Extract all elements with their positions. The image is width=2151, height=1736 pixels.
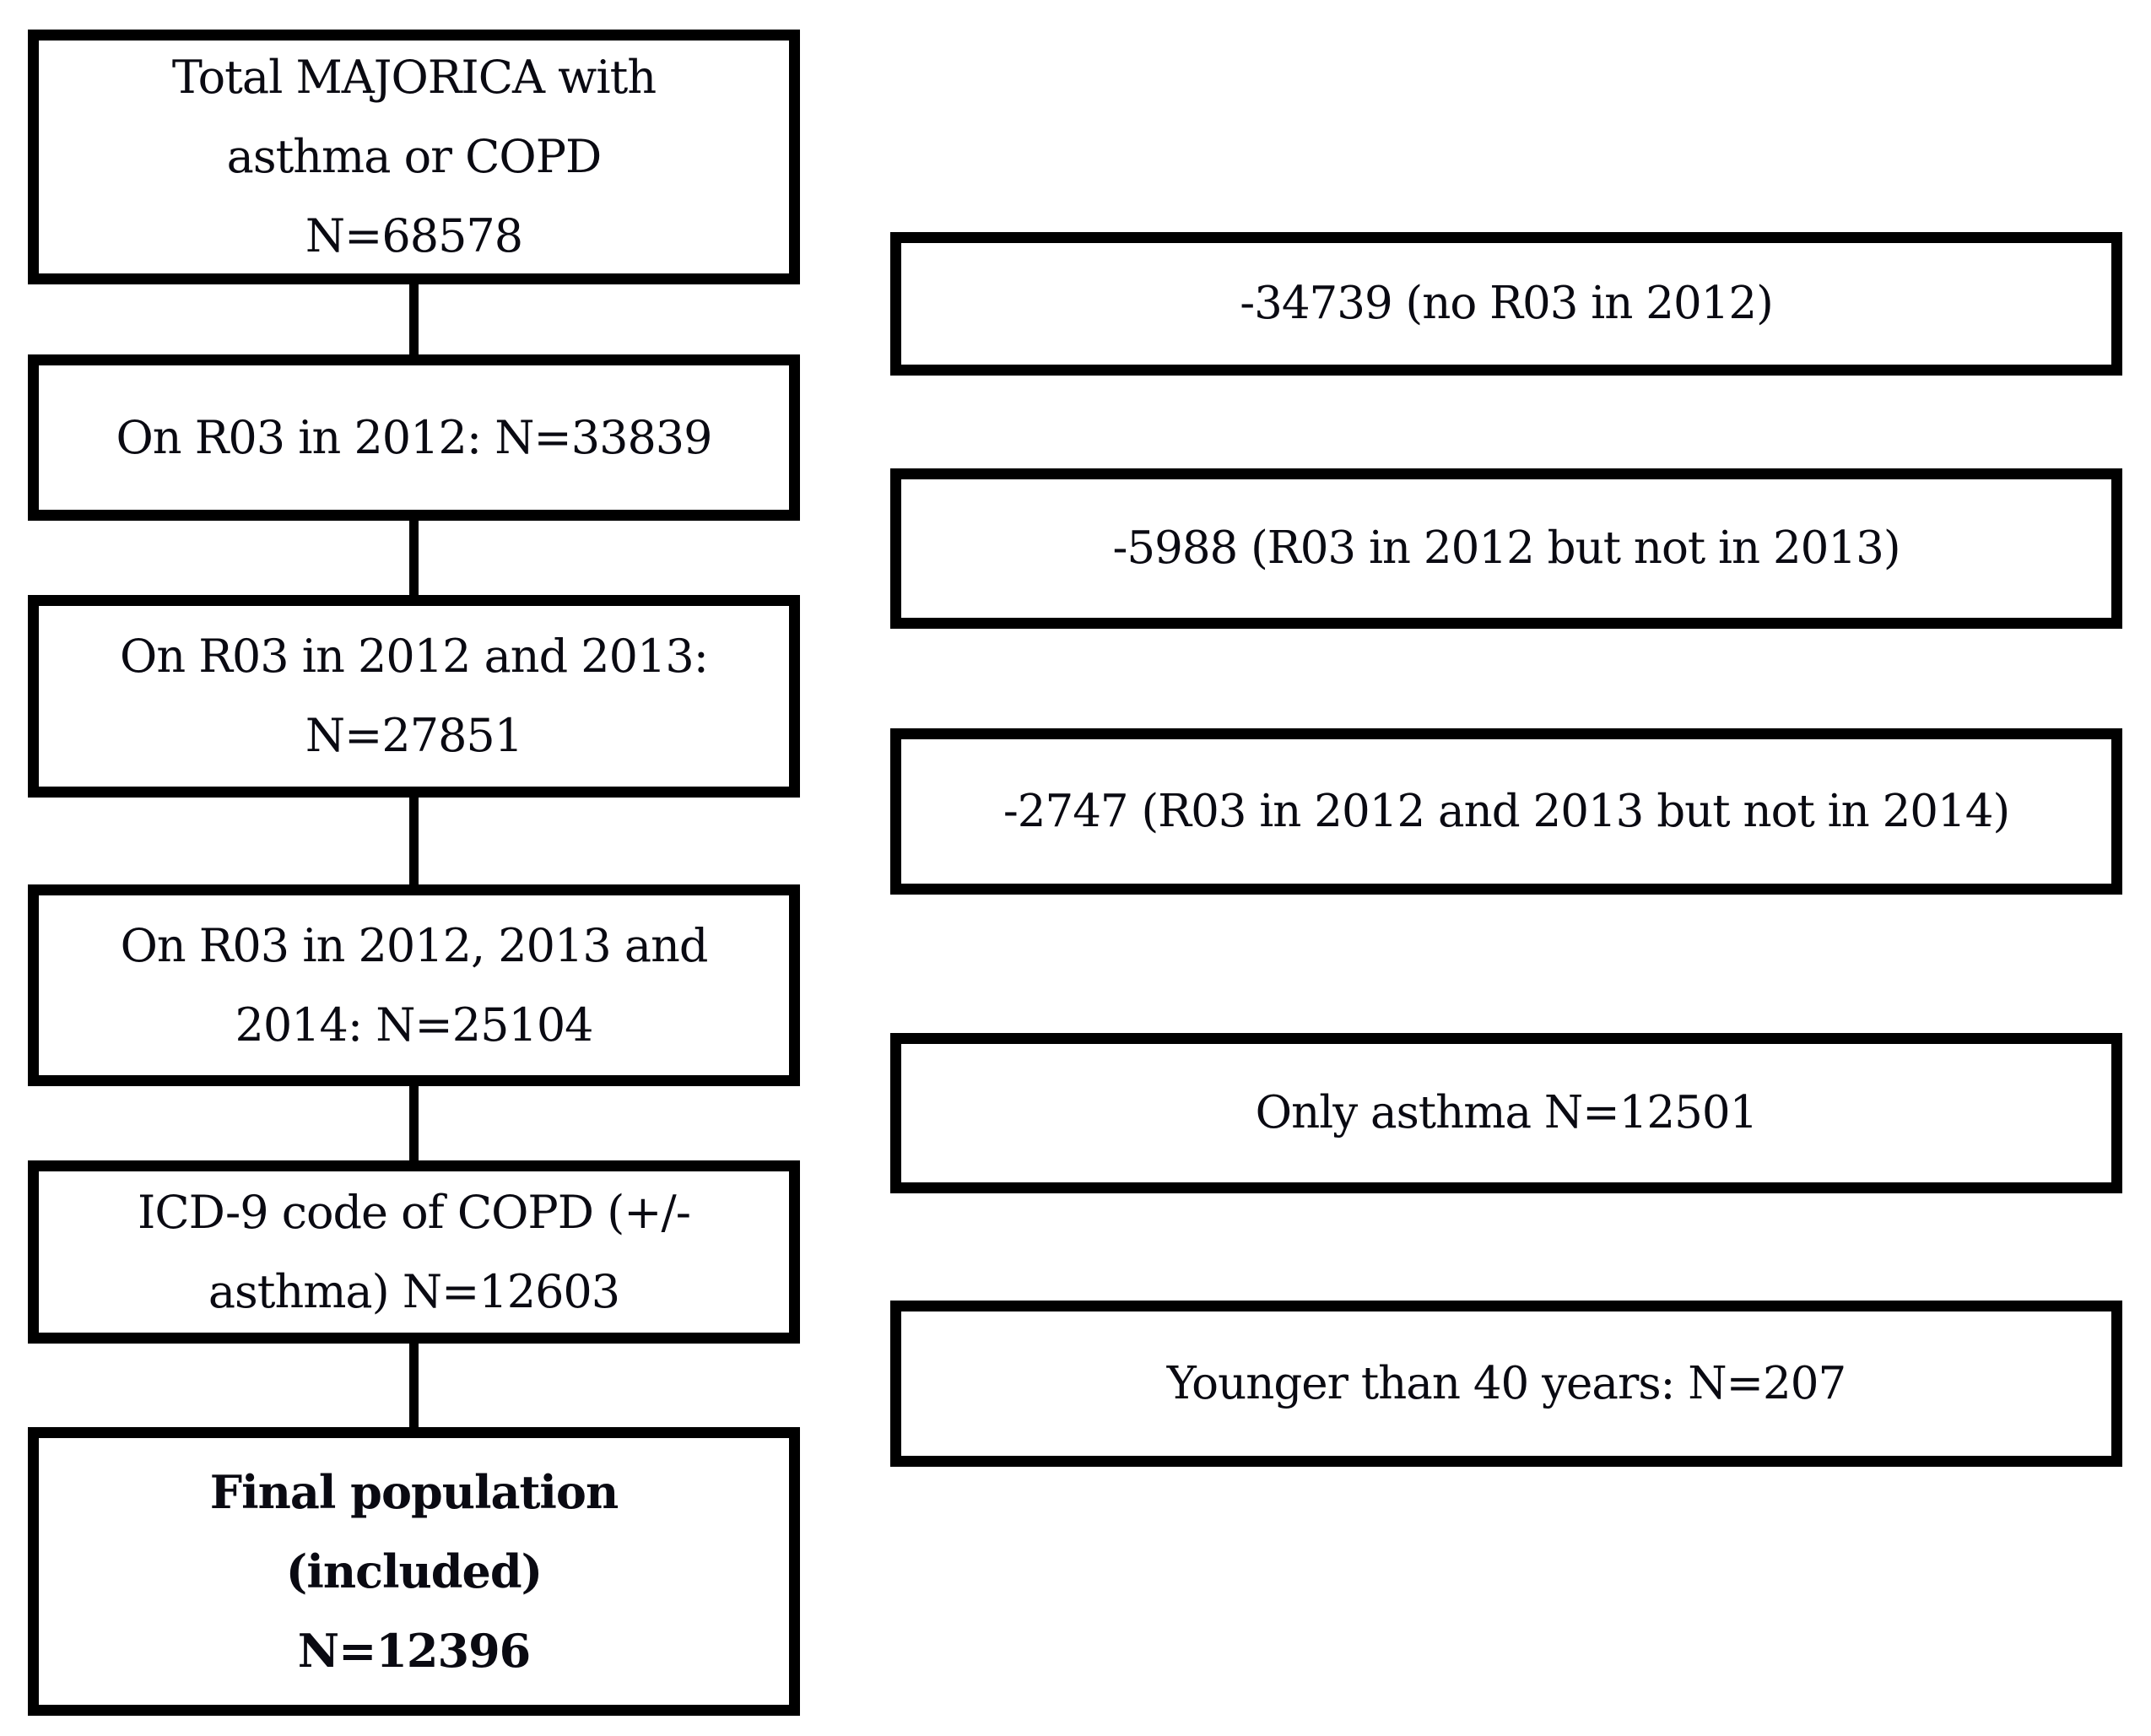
box-text-line: Total MAJORICA with: [171, 51, 657, 104]
box-text-line: N=12396: [297, 1624, 531, 1678]
box-text-line: Younger than 40 years: N=207: [1166, 1357, 1846, 1409]
flow-box-icd9-copd: ICD-9 code of COPD (+/- asthma) N=12603: [28, 1160, 800, 1344]
flow-box-on-r03-2012-2013: On R03 in 2012 and 2013: N=27851: [28, 595, 800, 798]
connector-line-4: [409, 1086, 419, 1160]
flow-box-excluded-not-2013: -5988 (R03 in 2012 but not in 2013): [890, 468, 2122, 629]
connector-line-2: [409, 521, 419, 595]
flow-box-total-majorica: Total MAJORICA with asthma or COPD N=685…: [28, 30, 800, 284]
box-text-line: (included): [285, 1544, 543, 1598]
flow-box-excluded-no-r03-2012: -34739 (no R03 in 2012): [890, 232, 2122, 376]
flow-box-excluded-younger-40: Younger than 40 years: N=207: [890, 1301, 2122, 1467]
box-text-line: On R03 in 2012 and 2013:: [120, 630, 709, 683]
box-text-line: asthma) N=12603: [208, 1264, 620, 1318]
box-text-line: -34739 (no R03 in 2012): [1240, 278, 1774, 329]
box-text-line: asthma or COPD: [226, 130, 603, 183]
box-text-line: 2014: N=25104: [235, 998, 593, 1052]
box-text-line: N=27851: [305, 709, 523, 762]
flow-box-on-r03-2012-2013-2014: On R03 in 2012, 2013 and 2014: N=25104: [28, 884, 800, 1086]
connector-line-1: [409, 284, 419, 354]
flow-box-on-r03-2012: On R03 in 2012: N=33839: [28, 354, 800, 521]
box-text-line: Only asthma N=12501: [1255, 1087, 1759, 1138]
flow-box-excluded-only-asthma: Only asthma N=12501: [890, 1033, 2122, 1193]
box-text-line: ICD-9 code of COPD (+/-: [138, 1185, 691, 1239]
box-text-line: On R03 in 2012: N=33839: [116, 410, 712, 464]
connector-line-3: [409, 798, 419, 884]
connector-line-5: [409, 1344, 419, 1427]
flow-box-final-population: Final population (included) N=12396: [28, 1427, 800, 1716]
box-text-line: N=68578: [305, 209, 523, 262]
box-text-line: On R03 in 2012, 2013 and: [120, 918, 709, 972]
box-text-line: -2747 (R03 in 2012 and 2013 but not in 2…: [1003, 785, 2010, 837]
box-text-line: Final population: [209, 1465, 619, 1519]
flow-box-excluded-not-2014: -2747 (R03 in 2012 and 2013 but not in 2…: [890, 728, 2122, 895]
box-text-line: -5988 (R03 in 2012 but not in 2013): [1112, 522, 1900, 574]
